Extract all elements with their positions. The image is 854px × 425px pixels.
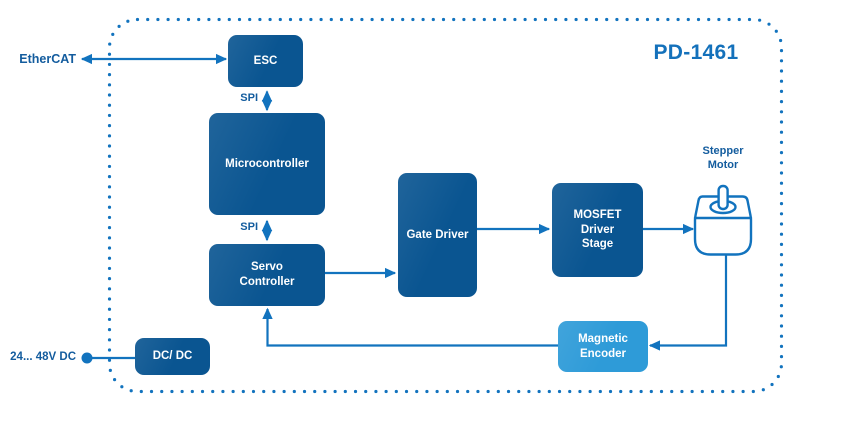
block-magnetic-encoder: Magnetic Encoder <box>558 321 648 372</box>
diagram-title: PD-1461 <box>653 41 739 64</box>
label-ethercat: EtherCAT <box>19 52 76 66</box>
wire-encoder-servo-feedback <box>262 307 558 347</box>
wire-motor-encoder-feedback <box>648 250 728 351</box>
block-mosfet-driver-stage-label: MOSFET Driver Stage <box>573 208 622 251</box>
block-gate-driver: Gate Driver <box>398 173 477 297</box>
block-mosfet-driver-stage: MOSFET Driver Stage <box>552 183 643 277</box>
label-stepper-motor: Stepper Motor <box>702 145 744 171</box>
block-dc-dc-label: DC/ DC <box>152 350 193 363</box>
block-esc-label: ESC <box>253 54 278 67</box>
block-servo-controller-label: Servo Controller <box>239 261 295 288</box>
block-esc: ESC <box>228 35 303 87</box>
block-gate-driver-label: Gate Driver <box>406 228 469 241</box>
label-spi-bottom: SPI <box>240 221 258 233</box>
block-servo-controller: Servo Controller <box>209 244 325 306</box>
stepper-motor-icon <box>693 184 753 256</box>
label-power-input: 24... 48V DC <box>10 351 76 363</box>
label-spi-top: SPI <box>240 92 258 104</box>
block-dc-dc: DC/ DC <box>135 338 210 375</box>
block-microcontroller-label: Microcontroller <box>225 157 309 170</box>
block-microcontroller: Microcontroller <box>209 113 325 215</box>
block-magnetic-encoder-label: Magnetic Encoder <box>578 332 628 360</box>
